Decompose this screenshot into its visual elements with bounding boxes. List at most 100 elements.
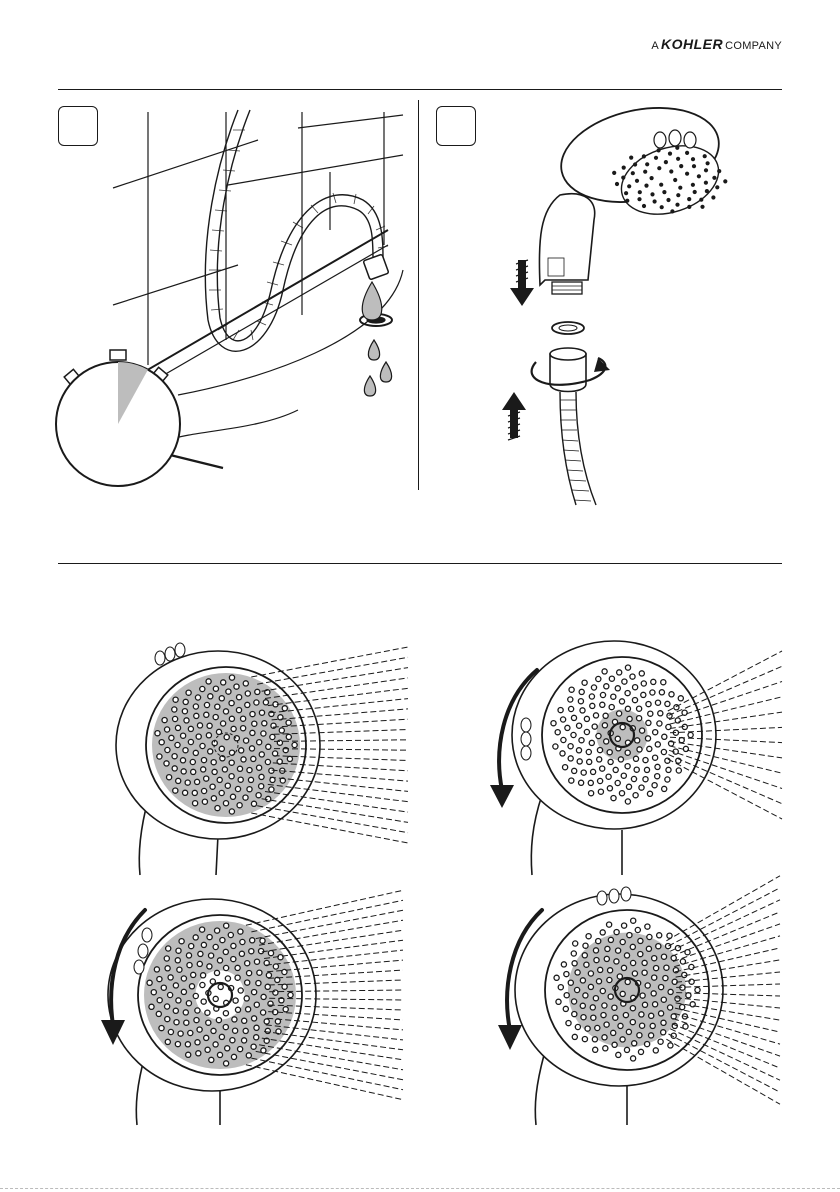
nozzle — [706, 161, 710, 165]
nozzle — [675, 996, 680, 1001]
nozzle — [156, 1011, 161, 1016]
nozzle — [204, 1035, 209, 1040]
nozzle — [615, 182, 619, 186]
nozzle — [206, 679, 211, 684]
nozzle — [196, 734, 201, 739]
nozzle — [618, 757, 623, 762]
nozzle — [604, 1022, 609, 1027]
nozzle — [639, 1012, 644, 1017]
nozzle — [561, 962, 566, 967]
nozzle — [250, 938, 255, 943]
nozzle — [223, 801, 228, 806]
nozzle — [196, 1051, 201, 1056]
nozzle — [642, 1002, 647, 1007]
nozzle — [256, 981, 261, 986]
nozzle — [668, 152, 672, 156]
nozzle — [633, 162, 637, 166]
nozzle — [620, 1037, 625, 1042]
nozzle — [273, 990, 278, 995]
grip-notch — [521, 732, 531, 746]
nozzle — [242, 1018, 247, 1023]
nozzle — [635, 179, 639, 183]
nozzle — [256, 793, 261, 798]
nozzle — [591, 1015, 596, 1020]
spray-mode-combined-illustration — [482, 880, 782, 1125]
nozzle — [172, 754, 177, 759]
nozzle — [593, 713, 598, 718]
nozzle — [693, 190, 697, 194]
nozzle — [247, 768, 252, 773]
nozzle — [583, 943, 588, 948]
nozzle — [232, 1017, 237, 1022]
nozzle — [653, 1002, 658, 1007]
nozzle — [288, 992, 293, 997]
nozzle — [219, 696, 224, 701]
nozzle — [219, 1034, 224, 1039]
nozzle — [244, 738, 249, 743]
nozzle — [214, 970, 219, 975]
middle-divider — [58, 563, 782, 564]
nozzle — [624, 953, 629, 958]
nozzle — [569, 706, 574, 711]
nozzle — [635, 738, 640, 743]
nozzle — [185, 780, 190, 785]
nozzle — [665, 758, 670, 763]
nozzle — [588, 971, 593, 976]
nozzle — [231, 957, 236, 962]
nozzle — [665, 701, 670, 706]
nozzle — [598, 778, 603, 783]
nozzle — [572, 999, 577, 1004]
nozzle — [668, 1043, 673, 1048]
nozzle — [200, 927, 205, 932]
nozzle — [579, 780, 584, 785]
nozzle — [637, 1033, 642, 1038]
nozzle — [661, 954, 666, 959]
nozzle — [223, 1011, 228, 1016]
nozzle — [164, 761, 169, 766]
nozzle — [165, 1039, 170, 1044]
nozzle — [577, 723, 582, 728]
nozzle — [582, 1037, 587, 1042]
nozzle — [581, 770, 586, 775]
nozzle — [699, 198, 703, 202]
nozzle — [561, 737, 566, 742]
nozzle — [572, 961, 577, 966]
nozzle — [233, 1028, 238, 1033]
nozzle — [583, 993, 588, 998]
nozzle — [252, 1016, 257, 1021]
nozzle — [220, 938, 225, 943]
nozzle — [235, 786, 240, 791]
grip-notch — [609, 889, 619, 903]
nozzle — [663, 976, 668, 981]
nozzle — [241, 716, 246, 721]
nozzle — [607, 750, 612, 755]
nozzle — [679, 164, 683, 168]
nozzle — [642, 960, 647, 965]
nozzle — [632, 1041, 637, 1046]
nozzle — [612, 1042, 617, 1047]
nozzle — [255, 689, 260, 694]
nozzle — [211, 796, 216, 801]
nozzle — [181, 769, 186, 774]
step-2-box — [436, 106, 476, 146]
nozzle — [194, 1018, 199, 1023]
nozzle — [192, 790, 197, 795]
nozzle — [200, 686, 205, 691]
nozzle — [602, 1003, 607, 1008]
nozzle — [614, 930, 619, 935]
nozzle — [181, 733, 186, 738]
nozzle — [252, 990, 257, 995]
nozzle — [188, 1030, 193, 1035]
nozzle — [254, 700, 259, 705]
nozzle — [254, 1025, 259, 1030]
nozzle — [254, 1035, 259, 1040]
nozzle — [193, 801, 198, 806]
nozzle — [617, 670, 622, 675]
nozzle — [620, 725, 625, 730]
nozzle — [637, 197, 641, 201]
nozzle — [228, 932, 233, 937]
nozzle — [235, 975, 240, 980]
nozzle — [666, 767, 671, 772]
nozzle — [172, 707, 177, 712]
nozzle — [642, 204, 646, 208]
